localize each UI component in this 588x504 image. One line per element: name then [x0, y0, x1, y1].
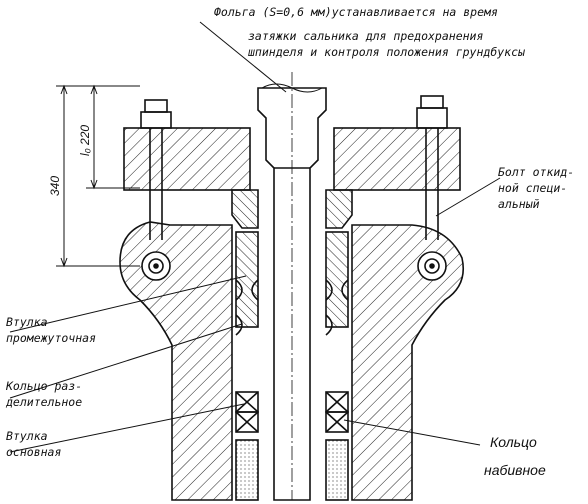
label-bush-mid-2: промежуточная: [6, 331, 97, 345]
label-ring-sep-1: Кольцо раз-: [6, 379, 83, 393]
label-ring-pack-1: Кольцо: [490, 434, 537, 450]
label-foil-1: Фольга (S=0,6 мм)устанавливается на врем…: [214, 5, 498, 19]
label-ring-pack-2: набивное: [484, 462, 546, 478]
label-bolt-3: альный: [498, 197, 540, 211]
dim-gland: l₀ 220: [78, 124, 92, 156]
separator-ring: [235, 279, 349, 336]
label-foil-2: затяжки сальника для предохранения: [248, 29, 484, 43]
label-foil-3: шпинделя и контроля положения грундбуксы: [248, 45, 525, 59]
gland-follower: [231, 189, 353, 229]
swing-bolt-left: [140, 99, 172, 281]
leader-lines: [9, 21, 501, 453]
label-bush-mid-1: Втулка: [6, 315, 48, 329]
dim-overall: 340: [48, 175, 62, 196]
label-bolt-2: ной специ-: [498, 181, 568, 195]
label-bush-base-1: Втулка: [6, 429, 48, 443]
gland-flange-left: [123, 127, 251, 191]
housing-left: [119, 221, 233, 501]
label-ring-sep-2: делительное: [6, 395, 83, 409]
dimension-lines: [56, 84, 140, 268]
gland-flange-right: [333, 127, 461, 191]
label-bush-base-2: основная: [6, 445, 62, 459]
intermediate-bushing: [235, 231, 349, 328]
swing-bolt-right: [416, 95, 448, 281]
label-bolt-1: Болт откид-: [498, 165, 575, 179]
base-bushing: [235, 439, 349, 501]
packing-rings: [235, 391, 349, 433]
